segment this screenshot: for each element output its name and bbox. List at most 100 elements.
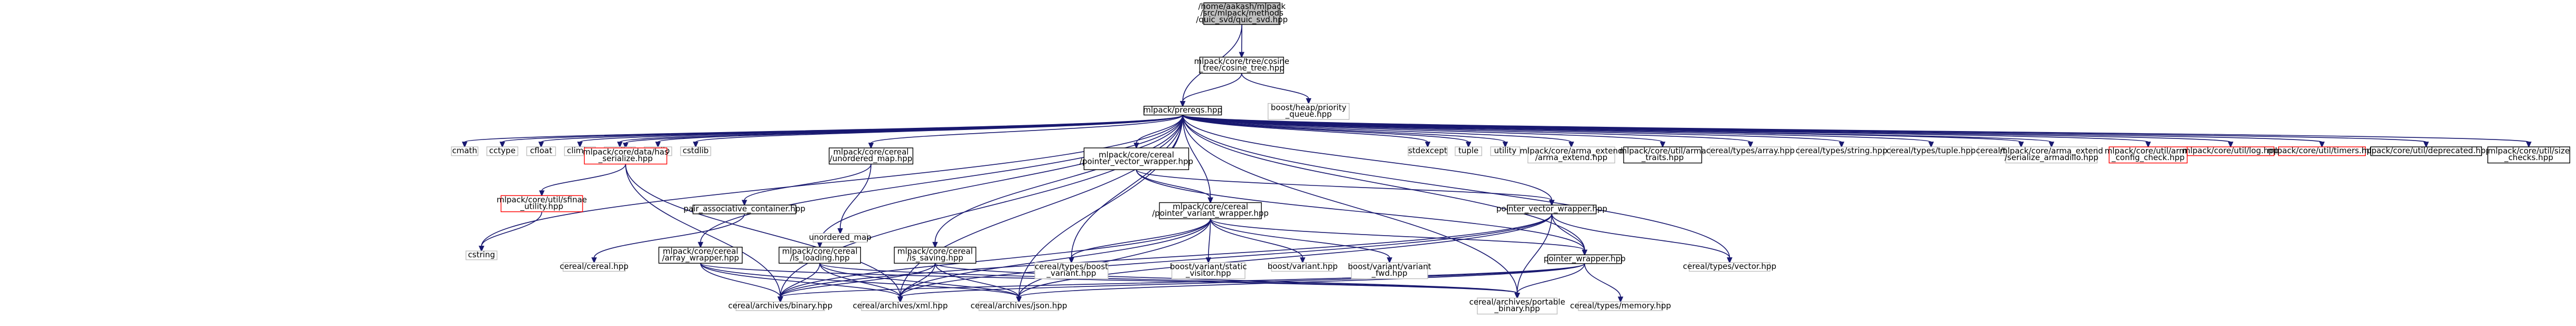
node-label-line: cereal/archives/binary.hpp xyxy=(728,301,833,310)
edge-hasser-to-cbinary xyxy=(625,164,783,303)
node-issave[interactable]: mlpack/core/cereal/is_saving.hpp xyxy=(894,246,977,264)
node-box xyxy=(658,247,743,264)
node-label-line: /array_wrapper.hpp xyxy=(662,253,739,263)
node-box xyxy=(465,250,498,260)
node-box xyxy=(1143,106,1222,116)
node-unmap: unordered_map xyxy=(809,232,872,243)
node-label-line: mlpack/core/util/log.hpp xyxy=(2182,146,2279,155)
edge-prereqs-to-armatraits xyxy=(1182,114,1666,148)
node-label-line: pointer_wrapper.hpp xyxy=(1543,254,1625,264)
node-box xyxy=(584,147,668,165)
node-pvwwrap[interactable]: mlpack/core/cereal/pointer_vector_wrappe… xyxy=(1080,147,1193,170)
node-prereqs[interactable]: mlpack/prereqs.hpp xyxy=(1143,105,1222,116)
edge-pvwwrap-to-ptrvecwrap xyxy=(1136,169,1555,207)
edge-pvarwrap-to-ptrwrap xyxy=(1210,218,1588,256)
node-label-line: pair_associative_container.hpp xyxy=(683,204,805,214)
node-box xyxy=(735,301,826,311)
node-label-line: mlpack/core/arma_extend xyxy=(1520,146,1623,156)
node-box xyxy=(812,233,868,243)
edge-prereqs-to-sizechk xyxy=(1182,114,2532,148)
node-box xyxy=(486,146,519,156)
edge-issave-to-cxml xyxy=(897,263,936,303)
node-label-line: stdexcept xyxy=(1408,146,1447,155)
node-bvarh: boost/variant.hpp xyxy=(1268,262,1338,272)
edge-cosine-to-prereqs xyxy=(1179,73,1242,107)
node-hasser[interactable]: mlpack/core/data/has_serialize.hpp xyxy=(583,147,669,165)
node-box xyxy=(1490,146,1521,156)
node-deprecated[interactable]: mlpack/core/util/deprecated.hpp xyxy=(2362,146,2491,156)
node-box xyxy=(1268,103,1350,120)
edge-issave-to-cportable xyxy=(934,263,1520,299)
edge-prereqs-to-arrwrap xyxy=(698,115,1183,248)
node-label-line: unordered_map xyxy=(809,232,872,243)
node-label-line: cmath xyxy=(452,146,477,155)
node-box xyxy=(1547,254,1622,264)
node-label-line: cereal/archives/portable xyxy=(1469,297,1566,307)
node-label-line: _checks.hpp xyxy=(2504,153,2553,163)
node-box xyxy=(500,195,583,212)
node-log[interactable]: mlpack/core/util/log.hpp xyxy=(2182,146,2279,156)
node-label-line: _visitor.hpp xyxy=(1185,268,1231,278)
node-label-line: mlpack/core/cereal xyxy=(1173,202,1248,211)
node-ctuple: cereal/types/tuple.hpp xyxy=(1887,146,1976,156)
edge-prereqs-to-hasser xyxy=(623,114,1183,149)
node-label-line: /is_loading.hpp xyxy=(790,253,850,263)
node-label-line: mlpack/core/cereal xyxy=(897,246,973,256)
node-box xyxy=(2370,146,2482,156)
node-ptrwrap[interactable]: pointer_wrapper.hpp xyxy=(1543,254,1626,264)
edge-ptrwrap-to-cmemory xyxy=(1584,263,1624,303)
edge-prereqs-to-unordered xyxy=(868,114,1183,149)
node-box xyxy=(1455,146,1483,156)
node-pvarwrap[interactable]: mlpack/core/cereal/pointer_variant_wrapp… xyxy=(1152,202,1269,219)
node-sizechk[interactable]: mlpack/core/util/size_checks.hpp xyxy=(2487,146,2570,164)
node-box xyxy=(1890,146,1972,156)
edge-pvwwrap-to-pvarwrap xyxy=(1136,169,1213,204)
node-label-line: _utility.hpp xyxy=(520,201,563,211)
node-label-line: /pointer_variant_wrapper.hpp xyxy=(1152,209,1269,219)
node-cerealhpp: cereal/cereal.hpp xyxy=(560,262,629,272)
node-heap: boost/heap/priority_queue.hpp xyxy=(1268,103,1350,120)
node-timers[interactable]: mlpack/core/util/timers.hpp xyxy=(2268,146,2377,156)
node-label-line: cereal/types/tuple.hpp xyxy=(1887,146,1976,155)
node-label-line: cereal/types/memory.hpp xyxy=(1570,301,1671,310)
node-label-line: /unordered_map.hpp xyxy=(830,154,913,164)
node-box xyxy=(1689,262,1771,272)
node-label-line: _variant.hpp xyxy=(1046,268,1097,278)
node-label-line: mlpack/core/util/arma xyxy=(1619,146,1706,156)
node-box xyxy=(829,147,914,165)
node-isload[interactable]: mlpack/core/cereal/is_loading.hpp xyxy=(779,246,861,264)
edge-issave-to-cbinary xyxy=(778,263,936,303)
node-sfinae[interactable]: mlpack/core/util/sfinae_utility.hpp xyxy=(497,195,587,212)
edge-ptrvecwrap-to-cvector xyxy=(1551,213,1732,264)
node-box xyxy=(1171,262,1245,280)
node-unordered[interactable]: mlpack/core/cereal/unordered_map.hpp xyxy=(829,147,914,165)
node-cosine[interactable]: mlpack/core/tree/cosine_tree/cosine_tree… xyxy=(1194,57,1289,74)
node-arrwrap[interactable]: mlpack/core/cereal/array_wrapper.hpp xyxy=(658,246,743,264)
node-label-line: cstdlib xyxy=(682,146,708,155)
node-box xyxy=(1203,2,1281,25)
edge-prereqs-to-cstdlib xyxy=(692,114,1183,148)
node-label-line: cfloat xyxy=(530,146,552,155)
node-armatraits[interactable]: mlpack/core/util/arma_traits.hpp xyxy=(1619,146,1706,164)
edge-pvarwrap-to-bvfwd xyxy=(1210,218,1392,264)
node-label-line: /serialize_armadillo.hpp xyxy=(2004,153,2099,163)
node-armacheck[interactable]: mlpack/core/util/arma_config_check.hpp xyxy=(2105,146,2192,164)
node-label-line: _binary.hpp xyxy=(1494,304,1540,314)
edge-pvarwrap-to-bvarh xyxy=(1210,218,1306,264)
node-label-line: cereal/types/boost xyxy=(1035,262,1108,272)
node-box xyxy=(978,301,1060,311)
node-label-line: boost/variant/static xyxy=(1170,262,1247,272)
node-root: /home/aakash/mlpack/src/mlpack/methods/q… xyxy=(1196,2,1288,25)
node-armaext: mlpack/core/arma_extend/arma_extend.hpp xyxy=(1520,146,1623,164)
node-label-line: boost/heap/priority xyxy=(1271,103,1346,112)
node-label-line: cereal/types/string.hpp xyxy=(1796,146,1888,155)
node-label-line: cstring xyxy=(468,250,495,259)
node-label-line: /arma_extend.hpp xyxy=(1535,153,1608,163)
node-box xyxy=(1199,57,1284,74)
node-pacont[interactable]: pair_associative_container.hpp xyxy=(683,204,805,215)
node-box xyxy=(1083,147,1189,170)
node-box xyxy=(692,204,797,215)
nodes-layer: /home/aakash/mlpack/src/mlpack/methods/q… xyxy=(451,2,2570,315)
node-ptrvecwrap[interactable]: pointer_vector_wrapper.hpp xyxy=(1496,204,1607,215)
node-label-line: mlpack/core/cereal xyxy=(833,147,909,157)
